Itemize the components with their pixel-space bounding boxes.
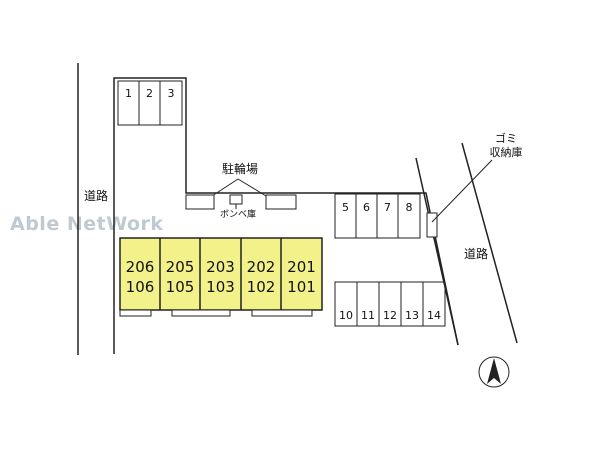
parking-space-6: 6: [363, 201, 370, 214]
unit-101: 101: [287, 278, 316, 296]
garbage-storage: ゴミ 収納庫: [426, 131, 523, 238]
parking-space-10: 10: [339, 309, 353, 322]
bicycle-parking-label: 駐輪場: [222, 161, 258, 176]
gas-storage-label: ボンベ庫: [220, 208, 256, 220]
parking-space-5: 5: [342, 201, 349, 214]
parking-middle: 5 6 7 8: [334, 193, 421, 239]
unit-201: 201: [287, 258, 316, 276]
unit-103: 103: [206, 278, 235, 296]
unit-203: 203: [206, 258, 235, 276]
road-label-right: 道路: [464, 246, 488, 261]
unit-105: 105: [166, 278, 195, 296]
parking-space-11: 11: [361, 309, 375, 322]
garbage-label-line1: ゴミ: [495, 131, 517, 145]
parking-space-1: 1: [125, 87, 132, 100]
unit-205: 205: [166, 258, 195, 276]
parking-space-13: 13: [405, 309, 419, 322]
parking-space-7: 7: [384, 201, 391, 214]
watermark-logo: Able NetWork: [10, 213, 164, 235]
parking-space-2: 2: [146, 87, 153, 100]
bicycle-parking: 駐輪場 ボンベ庫: [185, 161, 297, 220]
road-line-right-outer: [461, 142, 518, 344]
unit-106: 106: [126, 278, 155, 296]
parking-space-14: 14: [427, 309, 441, 322]
north-arrow-icon: [478, 356, 510, 388]
parking-space-3: 3: [168, 87, 175, 100]
unit-206: 206: [126, 258, 155, 276]
apartment-building: 206 106 205 105 203 103 202 102 201 101: [119, 237, 323, 317]
road-label-left: 道路: [84, 188, 108, 203]
parking-bottom: 10 11 12 13 14: [334, 281, 446, 327]
garbage-label-line2: 収納庫: [490, 145, 523, 159]
parking-space-12: 12: [383, 309, 397, 322]
parking-space-8: 8: [406, 201, 413, 214]
parking-top: 1 2 3: [117, 80, 183, 126]
unit-102: 102: [247, 278, 276, 296]
unit-202: 202: [247, 258, 276, 276]
